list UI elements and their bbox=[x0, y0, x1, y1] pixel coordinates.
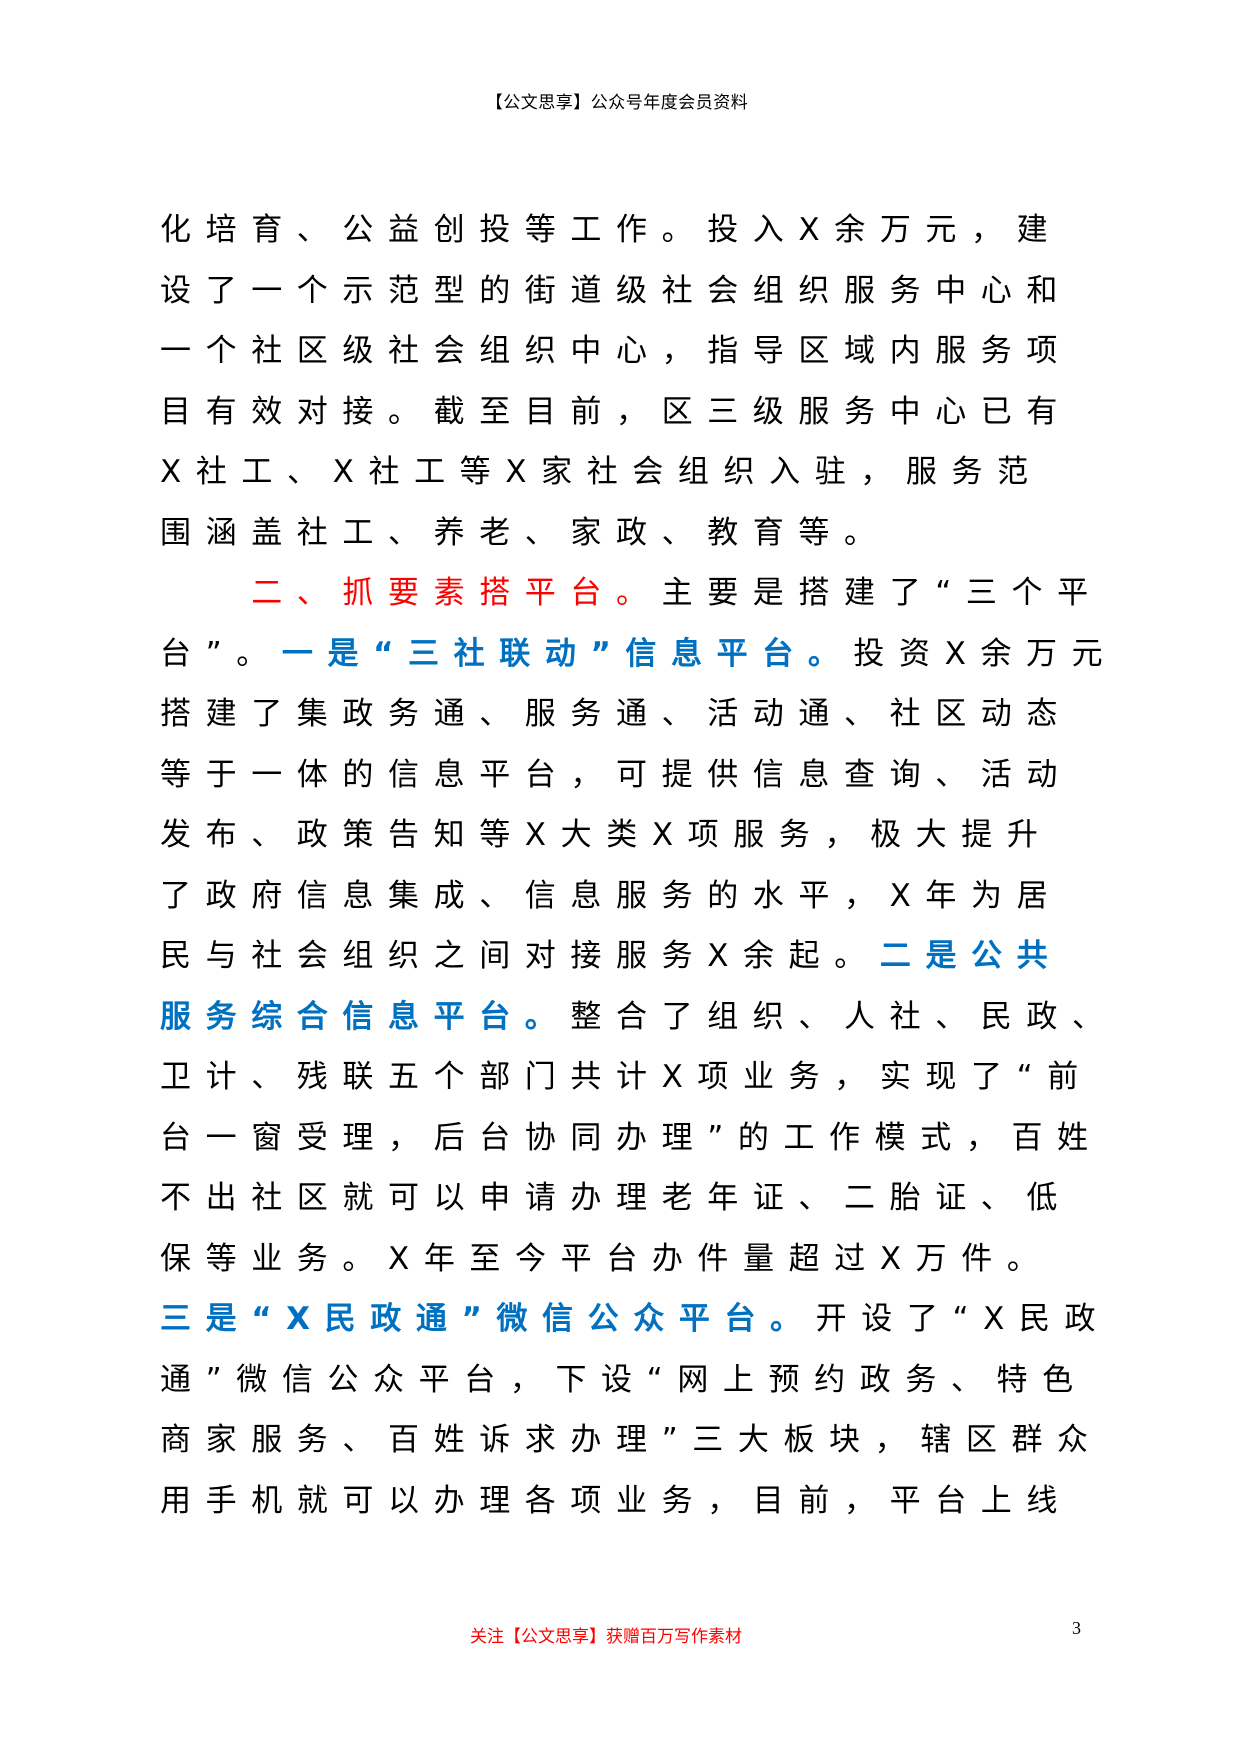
sub-heading: 三是“X民政通”微信公众平台。 bbox=[160, 1301, 816, 1337]
body-text-segment: 民与社会组织之间对接服务X余起。 bbox=[160, 938, 880, 974]
body-text-segment: 商家服务、百姓诉求办理”三大板块，辖区群众 bbox=[160, 1422, 1103, 1458]
body-text-segment: 整合了组织、人社、民政、 bbox=[570, 998, 1118, 1035]
text-line: 台一窗受理，后台协同办理”的工作模式，百姓 bbox=[160, 1108, 1090, 1169]
text-line: 一个社区级社会组织中心，指导区域内服务项 bbox=[160, 321, 1090, 382]
text-line: 用手机就可以办理各项业务，目前，平台上线 bbox=[160, 1471, 1090, 1532]
body-text-segment: 投资X余万元 bbox=[853, 635, 1118, 672]
section-heading: 二、抓要素搭平台。 bbox=[251, 575, 662, 611]
sub-heading: 服务综合信息平台。 bbox=[160, 998, 571, 1035]
body-text-segment: 不出社区就可以申请办理老年证、二胎证、低 bbox=[160, 1180, 1072, 1216]
body-text-segment bbox=[160, 575, 251, 611]
body-text-segment: 设了一个示范型的街道级社会组织服务中心和 bbox=[160, 272, 1072, 309]
text-line: 服务综合信息平台。整合了组织、人社、民政、 bbox=[160, 987, 1103, 1048]
body-text-segment: 卫计、残联五个部门共计X项业务，实现了“前 bbox=[160, 1059, 1093, 1095]
text-line: 搭建了集政务通、服务通、活动通、社区动态 bbox=[160, 684, 1090, 745]
body-text-segment: 用手机就可以办理各项业务，目前，平台上线 bbox=[160, 1482, 1072, 1519]
body-text-segment: 搭建了集政务通、服务通、活动通、社区动态 bbox=[160, 696, 1072, 732]
body-text-segment: 主要是搭建了“三个平 bbox=[661, 575, 1103, 611]
body-text-segment: 目有效对接。截至目前，区三级服务中心已有 bbox=[160, 393, 1072, 430]
text-line: 目有效对接。截至目前，区三级服务中心已有 bbox=[160, 382, 1090, 443]
text-line: 三是“X民政通”微信公众平台。开设了“X民政 bbox=[160, 1289, 1096, 1350]
page-number: 3 bbox=[1072, 1618, 1081, 1638]
body-text-segment: X社工、X社工等X家社会组织入驻，服务范 bbox=[160, 454, 1043, 490]
text-line: 不出社区就可以申请办理老年证、二胎证、低 bbox=[160, 1168, 1090, 1229]
text-line: 了政府信息集成、信息服务的水平，X年为居 bbox=[160, 866, 1090, 927]
body-text-segment: 了政府信息集成、信息服务的水平，X年为居 bbox=[160, 877, 1063, 914]
text-line: 通”微信公众平台，下设“网上预约政务、特色 bbox=[160, 1350, 1090, 1411]
body-text-segment: 台一窗受理，后台协同办理”的工作模式，百姓 bbox=[160, 1119, 1103, 1156]
sub-heading: 二是公共 bbox=[879, 938, 1063, 974]
body-text-segment: 台”。 bbox=[160, 635, 282, 672]
text-line: X社工、X社工等X家社会组织入驻，服务范 bbox=[160, 442, 1090, 503]
text-line: 保等业务。X年至今平台办件量超过X万件。 bbox=[160, 1229, 1090, 1290]
body-text-segment: 一个社区级社会组织中心，指导区域内服务项 bbox=[160, 333, 1072, 369]
body-text-segment: 保等业务。X年至今平台办件量超过X万件。 bbox=[160, 1240, 1053, 1277]
text-line: 二、抓要素搭平台。主要是搭建了“三个平 bbox=[160, 563, 1090, 624]
text-line: 围涵盖社工、养老、家政、教育等。 bbox=[160, 503, 1090, 564]
sub-heading: 一是“三社联动”信息平台。 bbox=[281, 635, 854, 672]
text-line: 民与社会组织之间对接服务X余起。二是公共 bbox=[160, 926, 1090, 987]
text-line: 台”。一是“三社联动”信息平台。投资X余万元 bbox=[160, 624, 1103, 685]
text-line: 商家服务、百姓诉求办理”三大板块，辖区群众 bbox=[160, 1410, 1090, 1471]
text-line: 发布、政策告知等X大类X项服务，极大提升 bbox=[160, 805, 1090, 866]
body-text-segment: 通”微信公众平台，下设“网上预约政务、特色 bbox=[160, 1361, 1088, 1398]
body-text-segment: 开设了“X民政 bbox=[815, 1301, 1111, 1337]
text-line: 等于一体的信息平台，可提供信息查询、活动 bbox=[160, 745, 1090, 806]
body-text-segment: 等于一体的信息平台，可提供信息查询、活动 bbox=[160, 756, 1072, 793]
page-header: 【公文思享】公众号年度会员资料 bbox=[485, 93, 749, 113]
text-line: 卫计、残联五个部门共计X项业务，实现了“前 bbox=[160, 1047, 1090, 1108]
body-text-segment: 围涵盖社工、养老、家政、教育等。 bbox=[160, 514, 890, 551]
text-line: 化培育、公益创投等工作。投入X余万元，建 bbox=[160, 200, 1090, 261]
footer-promo: 关注【公文思享】获赠百万写作素材 bbox=[470, 1627, 742, 1647]
body-text-segment: 发布、政策告知等X大类X项服务，极大提升 bbox=[160, 817, 1053, 853]
text-line: 设了一个示范型的街道级社会组织服务中心和 bbox=[160, 261, 1090, 322]
body-text-segment: 化培育、公益创投等工作。投入X余万元，建 bbox=[160, 212, 1063, 248]
document-body: 化培育、公益创投等工作。投入X余万元，建设了一个示范型的街道级社会组织服务中心和… bbox=[160, 200, 1103, 1532]
